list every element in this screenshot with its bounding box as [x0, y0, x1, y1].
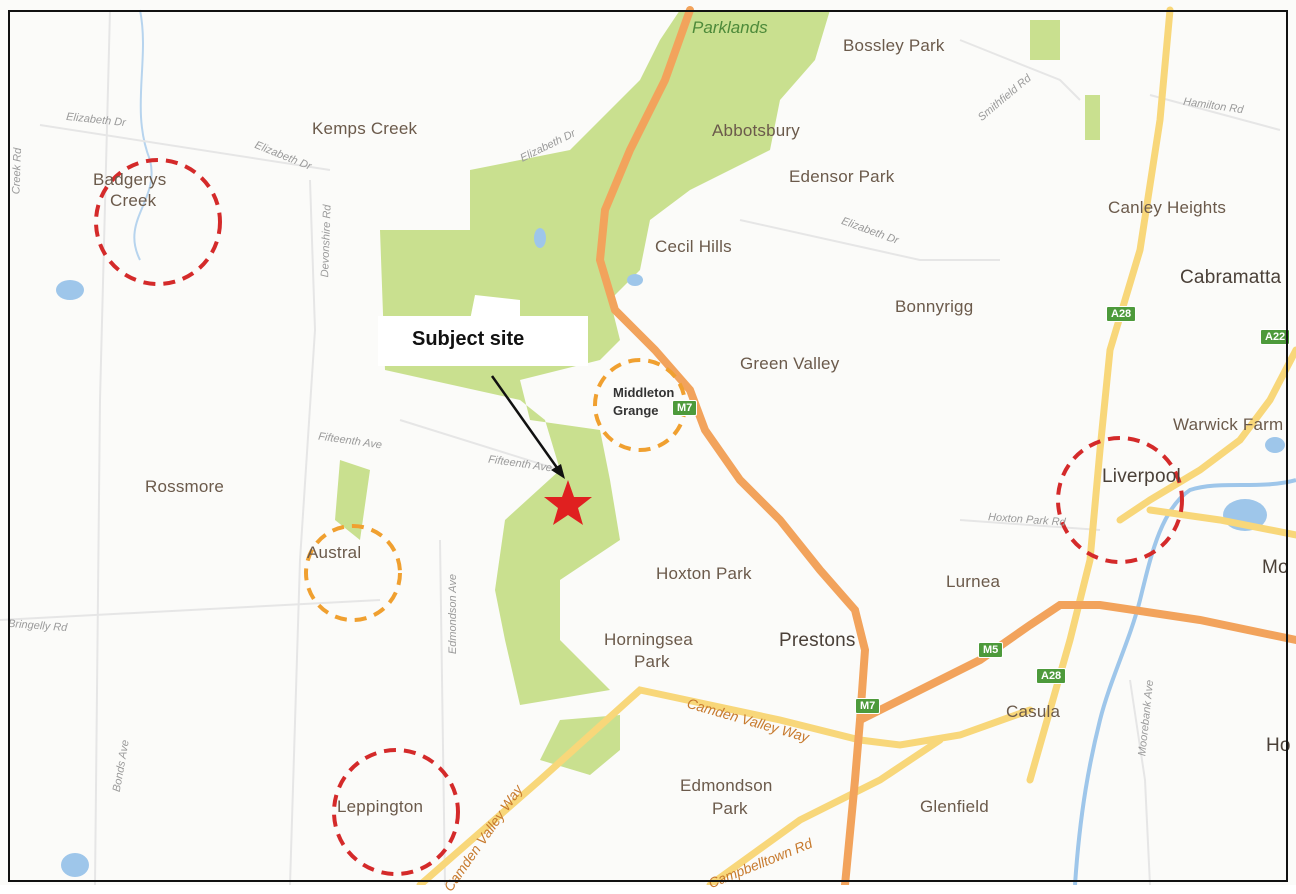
- liverpool-circle: [1056, 436, 1184, 564]
- suburb-glenfield: Glenfield: [920, 797, 989, 816]
- street-edmondson-ave: Edmondson Ave: [447, 573, 460, 655]
- suburb-kemps-creek: Kemps Creek: [312, 119, 418, 138]
- suburb-liverpool: Liverpool: [1102, 466, 1181, 487]
- shield-m7-1: M7: [672, 400, 698, 416]
- suburb-canley-heights: Canley Heights: [1108, 198, 1227, 217]
- suburb-bossley-park: Bossley Park: [843, 36, 945, 55]
- major-roads: [416, 6, 1296, 885]
- suburb-green-valley: Green Valley: [740, 354, 840, 373]
- suburb-bonnyrigg: Bonnyrigg: [895, 297, 974, 316]
- shield-a28-1: A28: [1106, 306, 1137, 322]
- suburb-horningsea-park-2: Park: [634, 652, 670, 671]
- subject-site-callout: Subject site: [378, 316, 588, 366]
- motorways: [595, 6, 1296, 885]
- minor-roads: [0, 9, 1281, 885]
- suburb-edmondson-park-2: Park: [712, 799, 748, 818]
- subject-site-star-icon: [544, 480, 592, 525]
- street-creek-rd: Creek Rd: [10, 147, 25, 195]
- suburb-warwick-farm: Warwick Farm: [1173, 415, 1284, 434]
- suburb-edensor-park: Edensor Park: [789, 167, 895, 186]
- georges-river: [1073, 478, 1296, 885]
- shield-a28-2: A28: [1036, 668, 1067, 684]
- leppington-circle: [332, 748, 460, 876]
- shield-m7-2: M7: [855, 698, 881, 714]
- badgerys-creek-circle: [94, 158, 222, 286]
- suburb-horningsea-park-1: Horningsea: [604, 630, 693, 649]
- suburb-mo: Mo: [1262, 557, 1289, 578]
- suburb-cecil-hills: Cecil Hills: [655, 237, 732, 256]
- suburb-middleton-grange-2: Grange: [613, 403, 659, 418]
- suburb-rossmore: Rossmore: [145, 477, 225, 496]
- suburb-middleton-grange-1: Middleton: [613, 385, 675, 400]
- shield-m5: M5: [978, 642, 1004, 658]
- suburb-ho: Ho: [1266, 735, 1291, 756]
- suburb-abbotsbury: Abbotsbury: [712, 121, 800, 140]
- suburb-parklands: Parklands: [692, 18, 768, 37]
- suburb-cabramatta: Cabramatta: [1180, 267, 1282, 288]
- austral-circle: [304, 524, 402, 622]
- callout-text: Subject site: [412, 328, 525, 350]
- suburb-austral: Austral: [307, 543, 362, 562]
- street-devonshire-rd: Devonshire Rd: [319, 204, 334, 278]
- suburb-prestons: Prestons: [779, 630, 856, 651]
- suburb-badgerys-creek-1: Badgerys: [93, 170, 167, 189]
- suburb-casula: Casula: [1006, 702, 1061, 721]
- suburb-lurnea: Lurnea: [946, 572, 1001, 591]
- suburb-leppington: Leppington: [337, 797, 424, 816]
- shield-a22: A22: [1260, 329, 1291, 345]
- suburb-edmondson-park-1: Edmondson: [680, 776, 773, 795]
- suburb-hoxton-park: Hoxton Park: [656, 564, 752, 583]
- suburb-badgerys-creek-2: Creek: [110, 191, 157, 210]
- subject-site-arrow: [490, 375, 565, 479]
